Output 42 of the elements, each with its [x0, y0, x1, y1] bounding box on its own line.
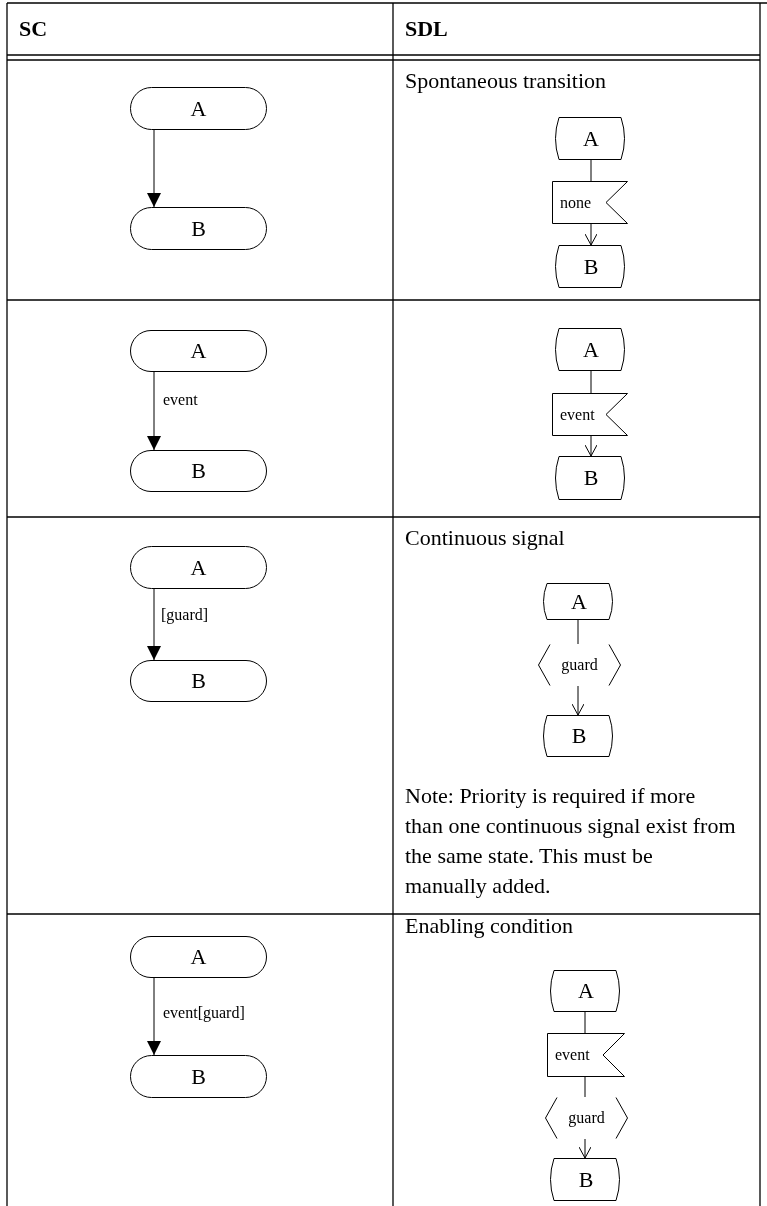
- state-box: A: [130, 87, 267, 130]
- edge-label: [guard]: [161, 606, 209, 624]
- arrow: [571, 685, 585, 716]
- connector-line: [584, 1011, 586, 1034]
- note-text: Note: Priority is required if more than one continuous signal exist from the same state. This must be manually added.: [405, 782, 737, 900]
- sdl-state-box: A: [541, 583, 615, 620]
- row-heading: Spontaneous transition: [405, 67, 608, 95]
- sdl-state-box: B: [548, 1158, 622, 1201]
- input-signal-box: event: [552, 393, 628, 436]
- arrow: [147, 129, 161, 208]
- arrow: [147, 371, 161, 451]
- edge-label: event[guard]: [163, 1004, 245, 1022]
- connector-line: [584, 1076, 586, 1098]
- row-heading: Continuous signal: [405, 524, 566, 552]
- state-box: B: [130, 660, 267, 702]
- arrow: [584, 435, 598, 457]
- column-header: SDL: [405, 15, 449, 43]
- arrow: [147, 588, 161, 661]
- continuous-signal-box: guard: [545, 1097, 628, 1139]
- state-box: B: [130, 450, 267, 492]
- sdl-state-box: A: [548, 970, 622, 1012]
- arrow: [584, 223, 598, 246]
- sdl-state-box: B: [541, 715, 615, 757]
- column-header: SC: [19, 15, 49, 43]
- input-signal-box: event: [547, 1033, 625, 1077]
- state-box: B: [130, 207, 267, 250]
- input-signal-box: none: [552, 181, 628, 224]
- connector-line: [590, 159, 592, 182]
- sdl-state-box: B: [553, 245, 627, 288]
- state-box: A: [130, 936, 267, 978]
- state-box: A: [130, 330, 267, 372]
- arrow: [578, 1138, 592, 1159]
- connector-line: [577, 619, 579, 645]
- continuous-signal-box: guard: [538, 644, 621, 686]
- state-box: A: [130, 546, 267, 589]
- state-box: B: [130, 1055, 267, 1098]
- sdl-state-box: A: [553, 117, 627, 160]
- row-heading: Enabling condition: [405, 912, 575, 940]
- sdl-state-box: B: [553, 456, 627, 500]
- sdl-state-box: A: [553, 328, 627, 371]
- connector-line: [590, 370, 592, 394]
- arrow: [147, 977, 161, 1056]
